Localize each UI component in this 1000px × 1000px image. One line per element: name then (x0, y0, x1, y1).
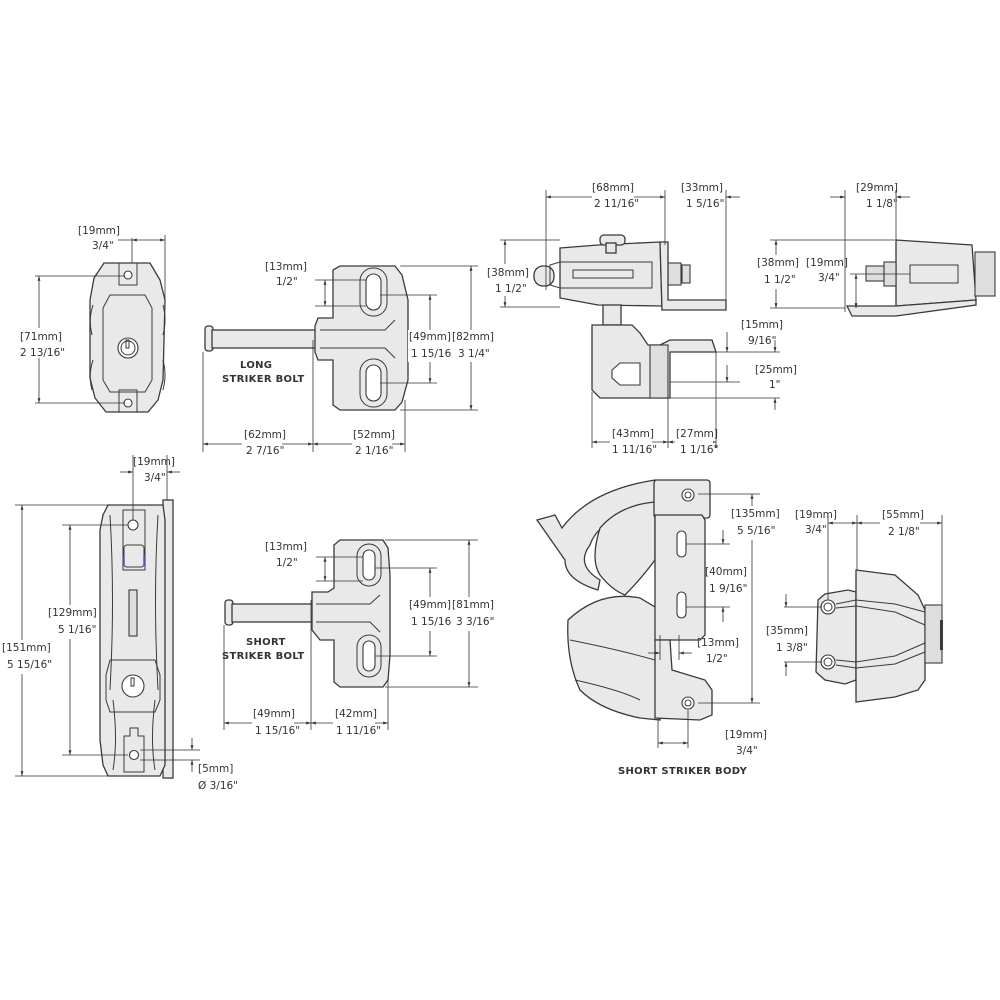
long-lock-body-view: [19mm] 3/4" [151mm] 5 15/16" [129mm] 5 1… (2, 455, 238, 792)
dim-label: [62mm] (244, 429, 286, 441)
dim-label: [35mm] (766, 625, 808, 637)
dim-label: 1 1/2" (764, 274, 796, 286)
dim-label: 1/2" (706, 653, 728, 665)
dim-label: [42mm] (335, 708, 377, 720)
dim-label: 3/4" (805, 524, 827, 536)
dim-label: [81mm] (452, 599, 494, 611)
dim-label: 1 5/16" (686, 198, 724, 210)
dim-label: [129mm] (48, 607, 97, 619)
dim-label: 3/4" (818, 272, 840, 284)
dim-label: 1 15/16" (411, 348, 456, 360)
view-caption: SHORT STRIKER BODY (618, 766, 748, 777)
dim-label: 1 15/16" (255, 725, 300, 737)
dim-label: [43mm] (612, 428, 654, 440)
dim-label: 5 1/16" (58, 624, 96, 636)
dim-label: 1 1/16" (680, 444, 718, 456)
dim-label: [19mm] (795, 509, 837, 521)
short-striker-bolt-view: SHORT STRIKER BOLT [13mm] 1/2" [49mm] 1 … (222, 539, 494, 740)
dim-label: 2 1/8" (888, 526, 920, 538)
dim-label: 2 7/16" (246, 445, 284, 457)
dim-label: 3/4" (736, 745, 758, 757)
dim-label: [5mm] (198, 763, 233, 775)
dim-label: 2 13/16" (20, 347, 65, 359)
dim-label: [82mm] (452, 331, 494, 343)
dim-label: 1/2" (276, 557, 298, 569)
dim-label: 5 15/16" (7, 659, 52, 671)
dim-label: 1 1/8" (866, 198, 898, 210)
dim-label: 1 9/16" (709, 583, 747, 595)
dim-label: 5 5/16" (737, 525, 775, 537)
dim-label: [27mm] (676, 428, 718, 440)
dim-label: 9/16" (748, 335, 776, 347)
dim-label: 3/4" (144, 472, 166, 484)
dim-label: [33mm] (681, 182, 723, 194)
dim-label: [55mm] (882, 509, 924, 521)
dim-label: 1 3/8" (776, 642, 808, 654)
dim-label: 1" (769, 379, 781, 391)
dim-label: [49mm] (253, 708, 295, 720)
dim-label: [19mm] (806, 257, 848, 269)
dim-label: Ø 3/16" (198, 780, 238, 792)
dim-label: [71mm] (20, 331, 62, 343)
dim-label: 2 1/16" (355, 445, 393, 457)
dim-label: 1 15/16" (411, 616, 456, 628)
dim-label: [52mm] (353, 429, 395, 441)
dim-label: 1/2" (276, 276, 298, 288)
dim-label: [15mm] (741, 319, 783, 331)
bolt-tip-icon (611, 362, 641, 386)
dim-label: [40mm] (705, 566, 747, 578)
dim-label: [135mm] (731, 508, 780, 520)
dim-label: [19mm] (133, 456, 175, 468)
view-caption: STRIKER BOLT (222, 651, 304, 662)
dim-label: [68mm] (592, 182, 634, 194)
dim-label: [19mm] (78, 225, 120, 237)
dim-label: 1 1/2" (495, 283, 527, 295)
short-striker-body-view: SHORT STRIKER BODY [135mm] 5 5/16" [40mm… (535, 479, 780, 777)
dim-label: [38mm] (487, 267, 529, 279)
dim-label: [13mm] (697, 637, 739, 649)
dim-label: [151mm] (2, 642, 51, 654)
dim-label: 1 11/16" (612, 444, 657, 456)
dim-label: [29mm] (856, 182, 898, 194)
view-caption: LONG (240, 360, 272, 371)
dim-label: 3/4" (92, 240, 114, 252)
lock-end-view: [29mm] 1 1/8" [38mm] 1 1/2" [19mm] 3/4" (756, 182, 996, 317)
dim-label: 3 1/4" (458, 348, 490, 360)
lock-front-view: [19mm] 3/4" [71mm] 2 13/16" (14, 225, 166, 413)
dim-label: [25mm] (755, 364, 797, 376)
dim-label: [13mm] (265, 541, 307, 553)
dim-label: 3 3/16" (456, 616, 494, 628)
dim-label: [19mm] (725, 729, 767, 741)
long-striker-bolt-view: LONG STRIKER BOLT [13mm] 1/2" [49mm] 1 1… (202, 261, 494, 457)
dim-label: 1 11/16" (336, 725, 381, 737)
view-caption: SHORT (246, 637, 286, 648)
lock-side-view: [68mm] 2 11/16" [33mm] 1 5/16" [38mm] 1 … (486, 180, 797, 458)
dim-label: [49mm] (409, 331, 451, 343)
dim-label: [13mm] (265, 261, 307, 273)
dim-label: [49mm] (409, 599, 451, 611)
view-caption: STRIKER BOLT (222, 374, 304, 385)
striker-end-view: [19mm] 3/4" [55mm] 2 1/8" [35mm] 1 3/8" (766, 508, 943, 703)
dim-label: 2 11/16" (594, 198, 639, 210)
dim-label: [38mm] (757, 257, 799, 269)
